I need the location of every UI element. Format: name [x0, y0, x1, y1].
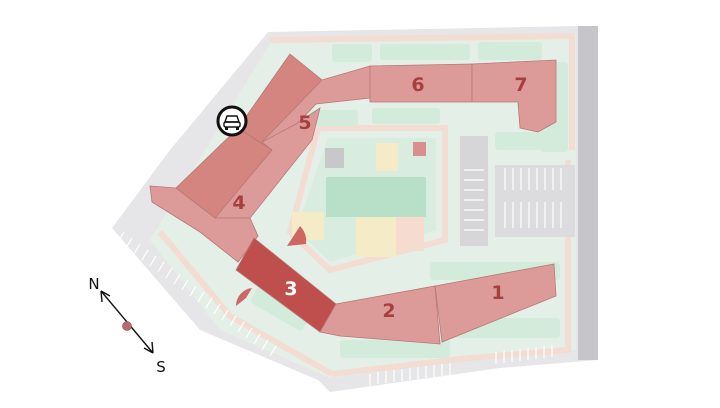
car-icon[interactable] [216, 105, 248, 137]
arrow-south-icon [143, 341, 154, 354]
compass-north-label: N [88, 275, 99, 293]
section-label-1: 1 [491, 282, 504, 304]
section-label-3: 3 [284, 278, 297, 300]
compass-south-label: S [156, 358, 166, 376]
playground [376, 143, 398, 171]
section-7[interactable] [471, 59, 557, 133]
play-area [356, 217, 396, 257]
parking-southwest [117, 231, 277, 357]
section-label-6: 6 [411, 74, 424, 96]
parking-south [369, 345, 553, 386]
section-label-7: 7 [514, 74, 527, 96]
section-2[interactable] [319, 285, 441, 345]
section-label-4: 4 [232, 192, 245, 214]
building-sections [149, 53, 557, 345]
parking-east [460, 136, 575, 246]
sports-field [326, 177, 426, 217]
section-labels: 5 4 3 2 1 6 7 [232, 74, 527, 322]
courtyard [292, 138, 436, 262]
compass: N S [88, 275, 165, 376]
section-label-5: 5 [298, 112, 311, 134]
small-structure [413, 142, 426, 156]
view-markers [235, 226, 307, 306]
section-1[interactable] [434, 263, 557, 343]
rest-area [396, 217, 424, 251]
section-label-2: 2 [382, 300, 395, 322]
compass-center-icon [122, 321, 132, 331]
utility-block [325, 148, 344, 168]
arrow-north-icon [100, 290, 111, 303]
